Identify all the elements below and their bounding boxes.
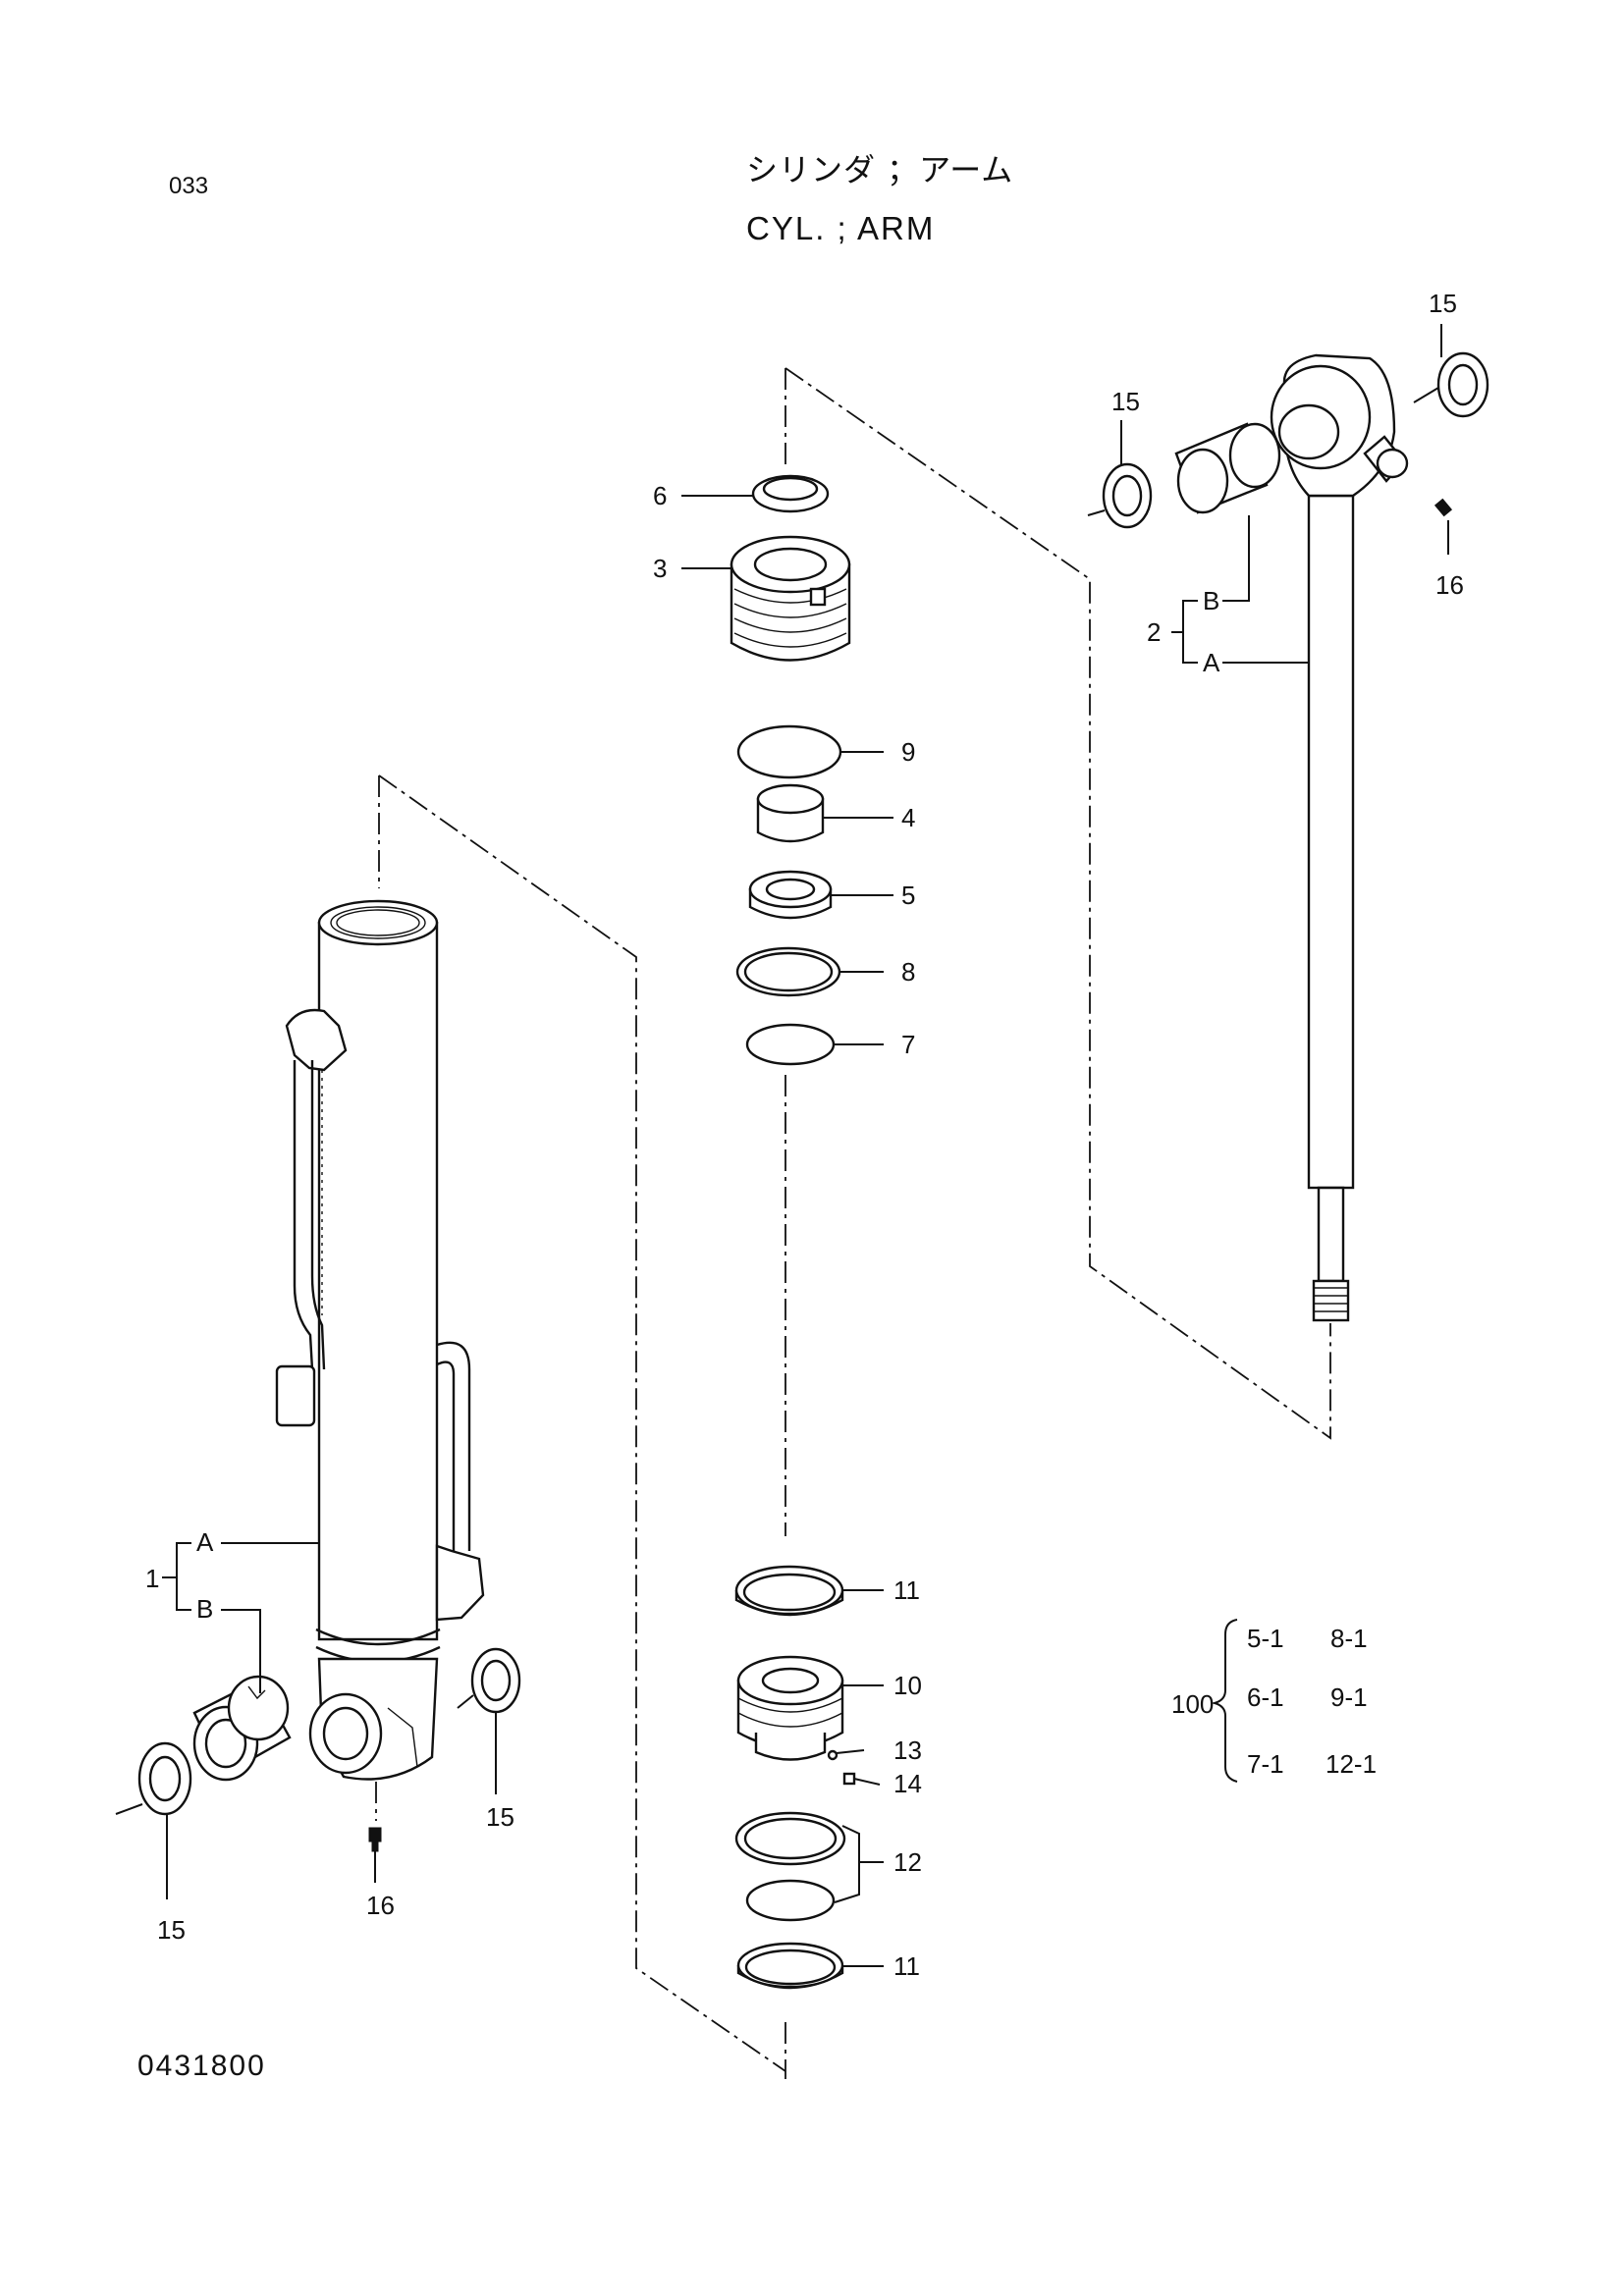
piston-rod-part <box>1270 353 1453 1322</box>
callout-7: 7 <box>901 1030 915 1059</box>
callout-15-left-right: 15 <box>486 1802 514 1832</box>
callout-8: 8 <box>901 957 915 987</box>
page-title-japanese: シリンダ ；アーム <box>746 151 1014 188</box>
washers-left <box>137 1647 521 1816</box>
cylinder-head-parts <box>730 474 851 1066</box>
cylinder-tube-part <box>275 899 485 1852</box>
assembly-lines <box>375 367 1331 2079</box>
callout-11-bottom: 11 <box>893 1951 920 1981</box>
kit-item-6: 6-1 <box>1247 1682 1284 1712</box>
callout-labels: 1 A B 15 15 16 6 3 9 4 5 8 7 11 10 13 14… <box>145 289 1464 1981</box>
kit-number: 100 <box>1171 1689 1214 1719</box>
callout-1b: B <box>196 1594 213 1624</box>
callout-12: 12 <box>893 1847 922 1877</box>
callout-15-left-bottom: 15 <box>157 1915 186 1945</box>
callout-5: 5 <box>901 881 915 910</box>
callout-1: 1 <box>145 1564 159 1593</box>
kit-item-9: 9-1 <box>1330 1682 1368 1712</box>
page-number: 033 <box>169 173 209 199</box>
callout-3: 3 <box>653 554 667 583</box>
kit-item-8: 8-1 <box>1330 1624 1368 1653</box>
callout-14: 14 <box>893 1769 922 1798</box>
callout-2: 2 <box>1147 617 1161 647</box>
callout-2b: B <box>1203 586 1219 615</box>
callout-11-top: 11 <box>893 1575 920 1605</box>
callout-1a: A <box>196 1527 214 1557</box>
callout-2a: A <box>1203 648 1220 677</box>
callout-6: 6 <box>653 481 667 510</box>
callout-15-right-top: 15 <box>1429 289 1457 318</box>
callout-10: 10 <box>893 1671 922 1700</box>
callout-16-right: 16 <box>1435 570 1464 600</box>
callout-13: 13 <box>893 1735 922 1765</box>
callout-16-left: 16 <box>366 1891 395 1920</box>
callout-4: 4 <box>901 803 915 832</box>
leader-lines <box>115 324 1449 1967</box>
kit-item-12: 12-1 <box>1325 1749 1377 1779</box>
bushing-right <box>1174 422 1281 514</box>
callout-15-right-left: 15 <box>1111 387 1140 416</box>
washers-right <box>1102 351 1489 529</box>
kit-item-5: 5-1 <box>1247 1624 1284 1653</box>
drawing-number: 0431800 <box>137 2050 266 2082</box>
callout-9: 9 <box>901 737 915 767</box>
piston-parts <box>734 1565 856 1990</box>
kit-item-7: 7-1 <box>1247 1749 1284 1779</box>
bushing-left <box>192 1675 292 1782</box>
page-title: CYL. ; ARM <box>746 210 936 246</box>
